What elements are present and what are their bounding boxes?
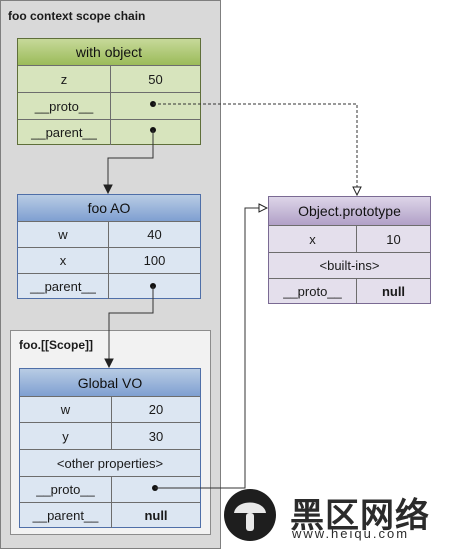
with-object-box: with object z 50 __proto__ __parent__ bbox=[17, 38, 201, 145]
global-proto-arrow bbox=[155, 208, 267, 489]
row-key: y bbox=[62, 428, 69, 444]
row-value bbox=[108, 274, 200, 299]
row-key: __parent__ bbox=[30, 279, 96, 294]
with-object-row-proto: __proto__ bbox=[18, 92, 200, 119]
row-value: 50 bbox=[110, 66, 200, 92]
row-key: __proto__ bbox=[283, 284, 342, 299]
with-object-header: with object bbox=[18, 39, 200, 66]
foo-ao-box: foo AO w 40 x 100 __parent__ bbox=[17, 194, 201, 299]
row-key: __proto__ bbox=[36, 482, 95, 497]
row-key: __parent__ bbox=[31, 125, 97, 140]
global-vo-row-other: <other properties> bbox=[20, 449, 200, 476]
global-vo-row-parent: __parent__ null bbox=[20, 502, 200, 528]
row-value: <built-ins> bbox=[319, 258, 380, 273]
row-value: 40 bbox=[108, 222, 200, 247]
object-prototype-row-proto: __proto__ null bbox=[269, 278, 430, 304]
row-key: __proto__ bbox=[34, 98, 94, 114]
row-value: null bbox=[111, 503, 200, 528]
watermark-url: www.heiqu.com bbox=[292, 526, 410, 541]
fooao-parent-arrow bbox=[109, 286, 154, 367]
watermark-logo bbox=[222, 481, 451, 549]
scope-chain-title: foo context scope chain bbox=[8, 9, 146, 23]
foo-ao-row-w: w 40 bbox=[18, 221, 200, 247]
foo-ao-row-parent: __parent__ bbox=[18, 273, 200, 299]
global-vo-row-y: y 30 bbox=[20, 422, 200, 449]
row-value bbox=[111, 477, 200, 502]
with-object-row-z: z 50 bbox=[18, 65, 200, 92]
watermark-text: 黑区网络 bbox=[290, 497, 430, 535]
object-prototype-row-x: x 10 bbox=[269, 225, 430, 252]
row-key: __parent__ bbox=[32, 508, 99, 523]
row-value: 10 bbox=[356, 226, 430, 252]
global-vo-header: Global VO bbox=[20, 369, 200, 397]
global-vo-row-proto: __proto__ bbox=[20, 476, 200, 502]
row-key: x bbox=[309, 231, 316, 247]
row-key: w bbox=[60, 402, 71, 417]
row-value bbox=[110, 120, 200, 145]
object-prototype-header: Object.prototype bbox=[269, 197, 430, 226]
foo-ao-row-x: x 100 bbox=[18, 247, 200, 273]
row-key: w bbox=[58, 227, 68, 242]
object-prototype-box: Object.prototype x 10 <built-ins> __prot… bbox=[268, 196, 431, 304]
row-value: <other properties> bbox=[56, 455, 164, 471]
row-key: z bbox=[60, 71, 68, 87]
row-value: 20 bbox=[111, 397, 200, 422]
global-vo-box: Global VO w 20 y 30 <other properties> _… bbox=[19, 368, 201, 528]
row-value: 100 bbox=[108, 248, 200, 273]
foo-scope-title: foo.[[Scope]] bbox=[19, 338, 93, 352]
object-prototype-row-builtins: <built-ins> bbox=[269, 252, 430, 278]
row-value bbox=[110, 93, 200, 119]
with-object-row-parent: __parent__ bbox=[18, 119, 200, 145]
row-value: 30 bbox=[111, 423, 200, 449]
row-key: x bbox=[59, 253, 67, 268]
global-vo-row-w: w 20 bbox=[20, 396, 200, 422]
foo-ao-header: foo AO bbox=[18, 195, 200, 222]
row-value: null bbox=[356, 279, 430, 304]
with-parent-arrow bbox=[108, 130, 154, 193]
with-proto-arrow bbox=[153, 103, 357, 195]
